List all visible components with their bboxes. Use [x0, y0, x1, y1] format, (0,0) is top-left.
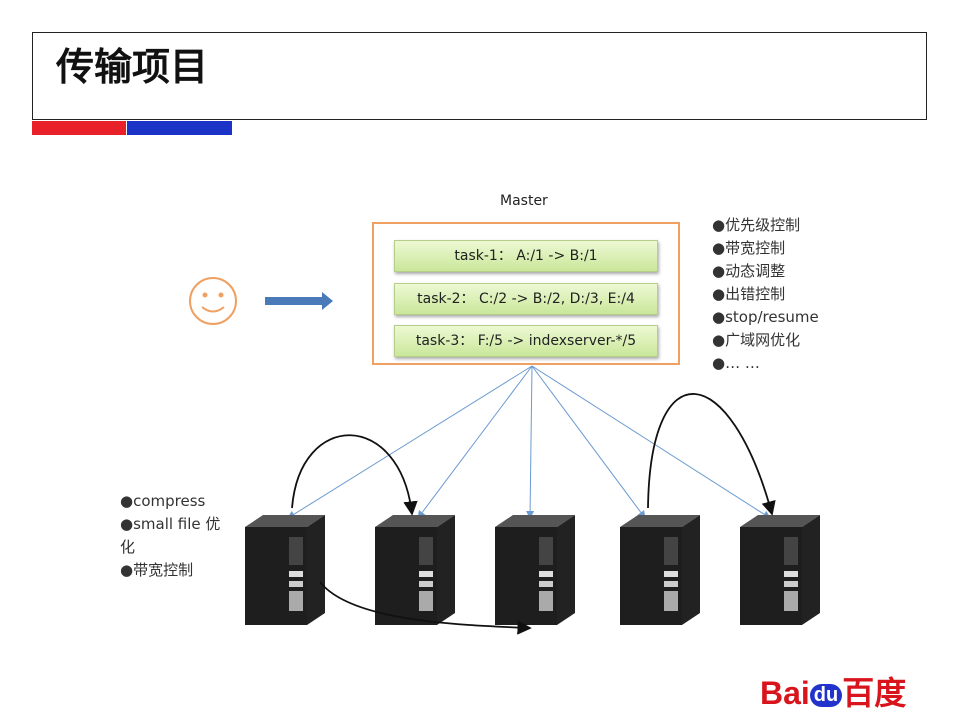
feature-item: ●stop/resume [712, 308, 819, 326]
task-2: task-2： C:/2 -> B:/2, D:/3, E:/4 [394, 283, 658, 315]
server-feature-item: ●带宽控制 [120, 561, 194, 579]
task-1: task-1： A:/1 -> B:/1 [394, 240, 658, 272]
feature-list: ●优先级控制 ●带宽控制 ●动态调整 ●出错控制 ●stop/resume ●广… [712, 214, 819, 375]
smiley-icon [189, 277, 237, 325]
title-box [32, 32, 927, 120]
feature-item: ●动态调整 [712, 262, 786, 280]
dispatch-arrows [287, 365, 771, 519]
server-2 [375, 515, 455, 625]
logo-text-right: 百度 [842, 675, 907, 711]
logo-paw-text: du [813, 684, 839, 707]
feature-item: ●广域网优化 [712, 331, 801, 349]
server-3 [495, 515, 575, 625]
accent-bar-red [32, 121, 126, 135]
slide-title: 传输项目 [56, 45, 209, 89]
transfer-arrows [291, 393, 776, 635]
master-label: Master [500, 193, 548, 209]
server-4 [620, 515, 700, 625]
server-5 [740, 515, 820, 625]
feature-item: ●… … [712, 354, 760, 372]
server-feature-item: ●compress [120, 492, 206, 510]
task-3: task-3： F:/5 -> indexserver-*/5 [394, 325, 658, 357]
paw-icon: du [809, 684, 843, 708]
feature-item: ●出错控制 [712, 285, 786, 303]
submit-arrow [265, 292, 333, 310]
server-feature-list: ●compress ●small file 优化 ●带宽控制 [120, 490, 235, 582]
feature-item: ●带宽控制 [712, 239, 786, 257]
feature-item: ●优先级控制 [712, 216, 801, 234]
server-1 [245, 515, 325, 625]
master-box: task-1： A:/1 -> B:/1 task-2： C:/2 -> B:/… [372, 222, 680, 365]
logo-text-left: Bai [760, 675, 810, 711]
accent-bar-blue [127, 121, 232, 135]
server-feature-item: ●small file 优化 [120, 515, 221, 556]
